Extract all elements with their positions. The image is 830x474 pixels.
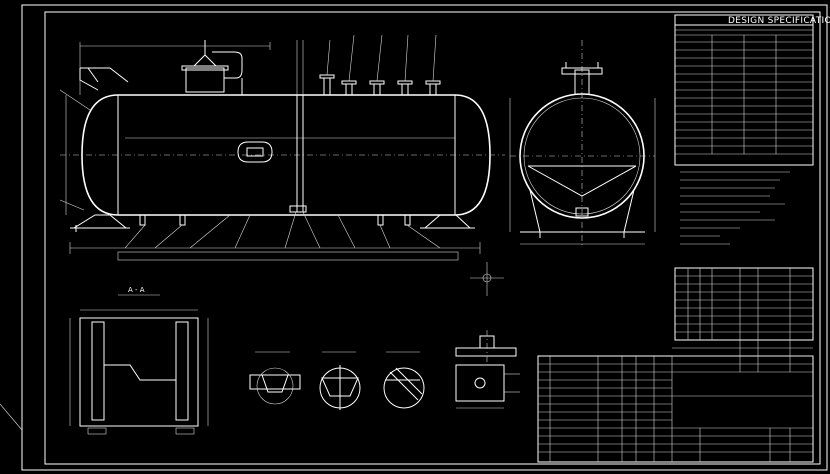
center-mark (470, 262, 504, 296)
end-view (509, 40, 656, 245)
main-elevation-view (59, 34, 505, 261)
weld-detail-2 (319, 351, 361, 410)
nozzle-table (674, 267, 814, 341)
technical-notes (680, 171, 790, 245)
section-a-a-view: A - A (69, 286, 209, 435)
design-specification-table: DESIGN SPECIFICATION (674, 14, 830, 166)
bill-of-materials-table (537, 340, 814, 463)
drawing-inner-frame (44, 11, 821, 465)
frame-left-mark (0, 403, 23, 431)
weld-detail-3 (383, 351, 425, 409)
drawing-outer-frame (21, 4, 828, 471)
spec-title: DESIGN SPECIFICATION (728, 16, 830, 26)
section-label: A - A (128, 286, 145, 294)
pad-detail (455, 330, 520, 409)
weld-detail-1 (249, 351, 301, 405)
